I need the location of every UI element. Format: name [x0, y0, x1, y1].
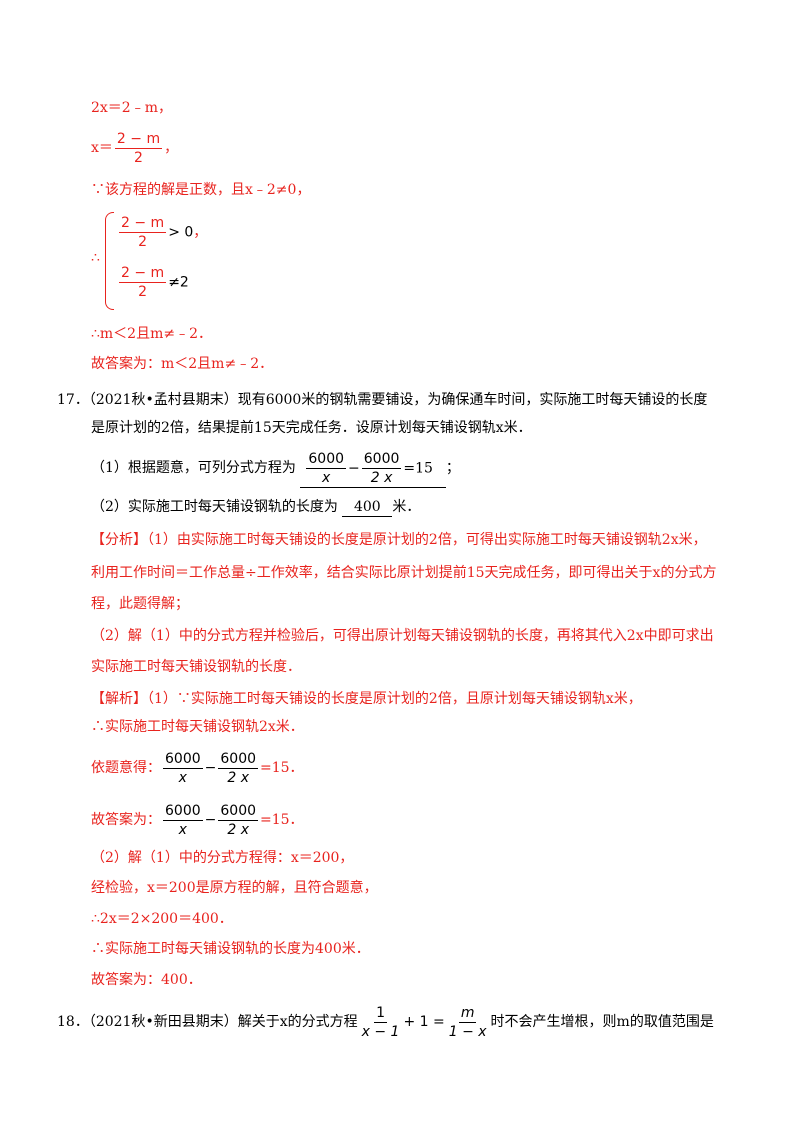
- denominator: 2 x: [370, 469, 393, 486]
- text: 依题意得：: [91, 760, 161, 776]
- solution-line: 2x＝2﹣m，: [91, 100, 172, 116]
- analysis-line: 实际施工时每天铺设钢轨的长度．: [91, 659, 301, 675]
- numerator: 2 − m: [114, 130, 163, 149]
- text: ，: [164, 140, 179, 156]
- text: ，: [193, 224, 208, 241]
- solution-line: ∴实际施工时每天铺设钢轨2x米．: [91, 719, 304, 735]
- text: （1）由实际施工时每天铺设的长度是原计划的2倍，可得出实际施工时每天铺设钢轨2x…: [147, 532, 707, 548]
- numerator: 1: [374, 1004, 387, 1023]
- solution-line: ∴m＜2且m≠﹣2．: [91, 326, 213, 342]
- question-17-stem: 17．（2021秋•孟村县期末）现有6000米的钢轨需要铺设，为确保通车时间，实…: [57, 390, 707, 410]
- numerator: m: [458, 1004, 477, 1023]
- denominator: 2: [138, 234, 148, 250]
- solution-line: ∵该方程的解是正数，且x﹣2≠0，: [91, 182, 311, 198]
- text: 米．: [392, 499, 421, 515]
- analysis-line: 程，此题得解；: [91, 596, 189, 612]
- minus: −: [204, 760, 217, 776]
- relation: > 0: [168, 224, 194, 241]
- therefore-symbol: ∴: [91, 250, 100, 266]
- numerator: 6000: [218, 750, 259, 769]
- question-number: 18．: [57, 1014, 89, 1030]
- question-text: 时不会产生增根，则m的取值范围是: [490, 1014, 714, 1030]
- analysis-line: 【分析】（1）由实际施工时每天铺设的长度是原计划的2倍，可得出实际施工时每天铺设…: [91, 530, 707, 550]
- answer-blank: 400: [342, 498, 393, 517]
- equation-middle: + 1 =: [403, 1014, 445, 1030]
- solution-line: 【解析】（1）∵实际施工时每天铺设的长度是原计划的2倍，且原计划每天铺设钢轨x米…: [91, 689, 642, 709]
- numerator: 2 − m: [119, 265, 167, 283]
- numerator: 6000: [361, 450, 402, 469]
- relation: ≠2: [168, 274, 189, 291]
- text: x＝: [91, 140, 113, 156]
- numerator: 2 − m: [119, 215, 167, 233]
- numerator: 6000: [218, 802, 259, 821]
- text: 故答案为：: [91, 812, 161, 828]
- analysis-line: 利用工作时间＝工作总量÷工作效率，结合实际比原计划提前15天完成任务，即可得出关…: [91, 565, 717, 581]
- left-brace: [105, 212, 114, 310]
- solution-line: ∴2x＝2×200＝400．: [91, 911, 233, 927]
- equation-rhs: =15．: [260, 812, 304, 828]
- text: （1）根据题意，可列分式方程为: [91, 460, 296, 476]
- solution-line: 经检验，x＝200是原方程的解，且符合题意，: [91, 880, 378, 896]
- denominator: x: [322, 469, 331, 486]
- numerator: 6000: [163, 802, 203, 821]
- denominator: x: [178, 821, 187, 838]
- analysis-tag: 【分析】: [91, 532, 147, 548]
- minus: −: [204, 812, 217, 828]
- answer-line: 故答案为：m＜2且m≠﹣2．: [91, 356, 274, 372]
- numerator: 6000: [163, 750, 203, 769]
- denominator: 2 x: [227, 769, 250, 786]
- analysis-line: （2）解（1）中的分式方程并检验后，可得出原计划每天铺设钢轨的长度，再将其代入2…: [91, 628, 714, 644]
- denominator: 2: [134, 149, 143, 166]
- equation-rhs: =15．: [260, 760, 304, 776]
- text: （2）实际施工时每天铺设钢轨的长度为: [91, 499, 338, 515]
- text: ；: [445, 460, 460, 476]
- question-17-stem-cont: 是原计划的2倍，结果提前15天完成任务．设原计划每天铺设钢轨x米．: [91, 420, 532, 436]
- text: （1）∵实际施工时每天铺设的长度是原计划的2倍，且原计划每天铺设钢轨x米，: [147, 691, 642, 707]
- question-number: 17．: [57, 392, 89, 408]
- solution-tag: 【解析】: [91, 691, 147, 707]
- denominator: 2: [138, 284, 148, 300]
- denominator: 1 − x: [448, 1023, 487, 1040]
- equation-rhs: =15: [403, 460, 433, 476]
- denominator: x: [178, 769, 187, 786]
- numerator: 6000: [306, 450, 347, 469]
- denominator: 2 x: [227, 821, 250, 838]
- answer-line: 故答案为：400．: [91, 972, 202, 988]
- solution-line: （2）解（1）中的分式方程得：x＝200，: [91, 850, 354, 866]
- solution-line: ∴实际施工时每天铺设钢轨的长度为400米．: [91, 941, 370, 957]
- question-text: （2021秋•孟村县期末）现有6000米的钢轨需要铺设，为确保通车时间，实际施工…: [88, 392, 708, 408]
- minus: −: [348, 460, 360, 476]
- denominator: x − 1: [361, 1023, 400, 1040]
- question-text: （2021秋•新田县期末）解关于x的分式方程: [88, 1014, 358, 1030]
